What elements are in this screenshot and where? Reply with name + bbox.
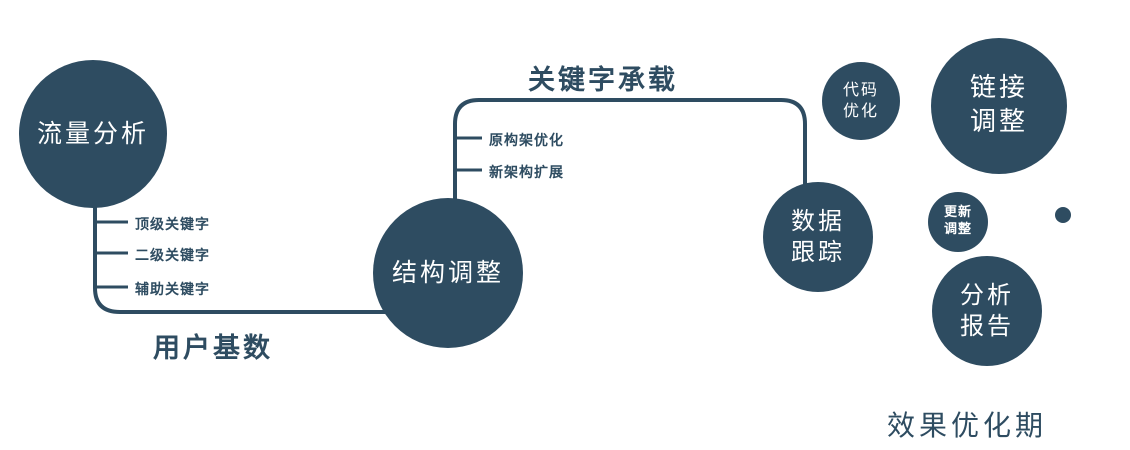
node-update-adjustment: 更新 调整 <box>928 192 988 252</box>
edge-label-user-base: 用户基数 <box>153 333 273 364</box>
node-link-adjustment-line2: 调整 <box>969 107 1028 137</box>
node-update-adjustment-line1: 更新 <box>943 205 972 221</box>
node-structure-adjustment-label: 结构调整 <box>391 257 504 287</box>
node-analysis-report-line2: 报告 <box>960 312 1014 340</box>
node-code-optimization-line2: 优化 <box>842 101 879 120</box>
node-data-tracking-line2: 跟踪 <box>791 238 845 266</box>
node-code-optimization: 代码 优化 <box>822 62 900 140</box>
node-link-adjustment-line1: 链接 <box>969 73 1028 104</box>
edge-label-keyword-carrying: 关键字承载 <box>528 65 678 96</box>
connector-structure-to-data-tracking <box>453 98 807 212</box>
node-link-adjustment: 链接 调整 <box>931 38 1067 174</box>
node-code-optimization-line1: 代码 <box>842 80 879 100</box>
node-data-tracking-line1: 数据 <box>791 206 845 235</box>
branch-label-new-architecture: 新架构扩展 <box>489 165 564 181</box>
bullet-dot <box>1055 207 1071 223</box>
branch-label-original-architecture: 原构架优化 <box>489 133 564 149</box>
node-update-adjustment-line2: 调整 <box>943 222 972 237</box>
caption-effect-optimization-period: 效果优化期 <box>887 409 1048 442</box>
node-analysis-report: 分析 报告 <box>932 256 1042 366</box>
branch-label-auxiliary-keyword: 辅助关键字 <box>135 282 210 298</box>
node-structure-adjustment: 结构调整 <box>373 198 523 348</box>
node-analysis-report-line1: 分析 <box>960 280 1014 309</box>
node-traffic-analysis-label: 流量分析 <box>36 118 149 148</box>
node-traffic-analysis: 流量分析 <box>19 60 167 208</box>
node-data-tracking: 数据 跟踪 <box>763 182 873 292</box>
branch-label-top-keyword: 顶级关键字 <box>135 217 210 233</box>
branch-label-second-keyword: 二级关键字 <box>135 248 210 264</box>
